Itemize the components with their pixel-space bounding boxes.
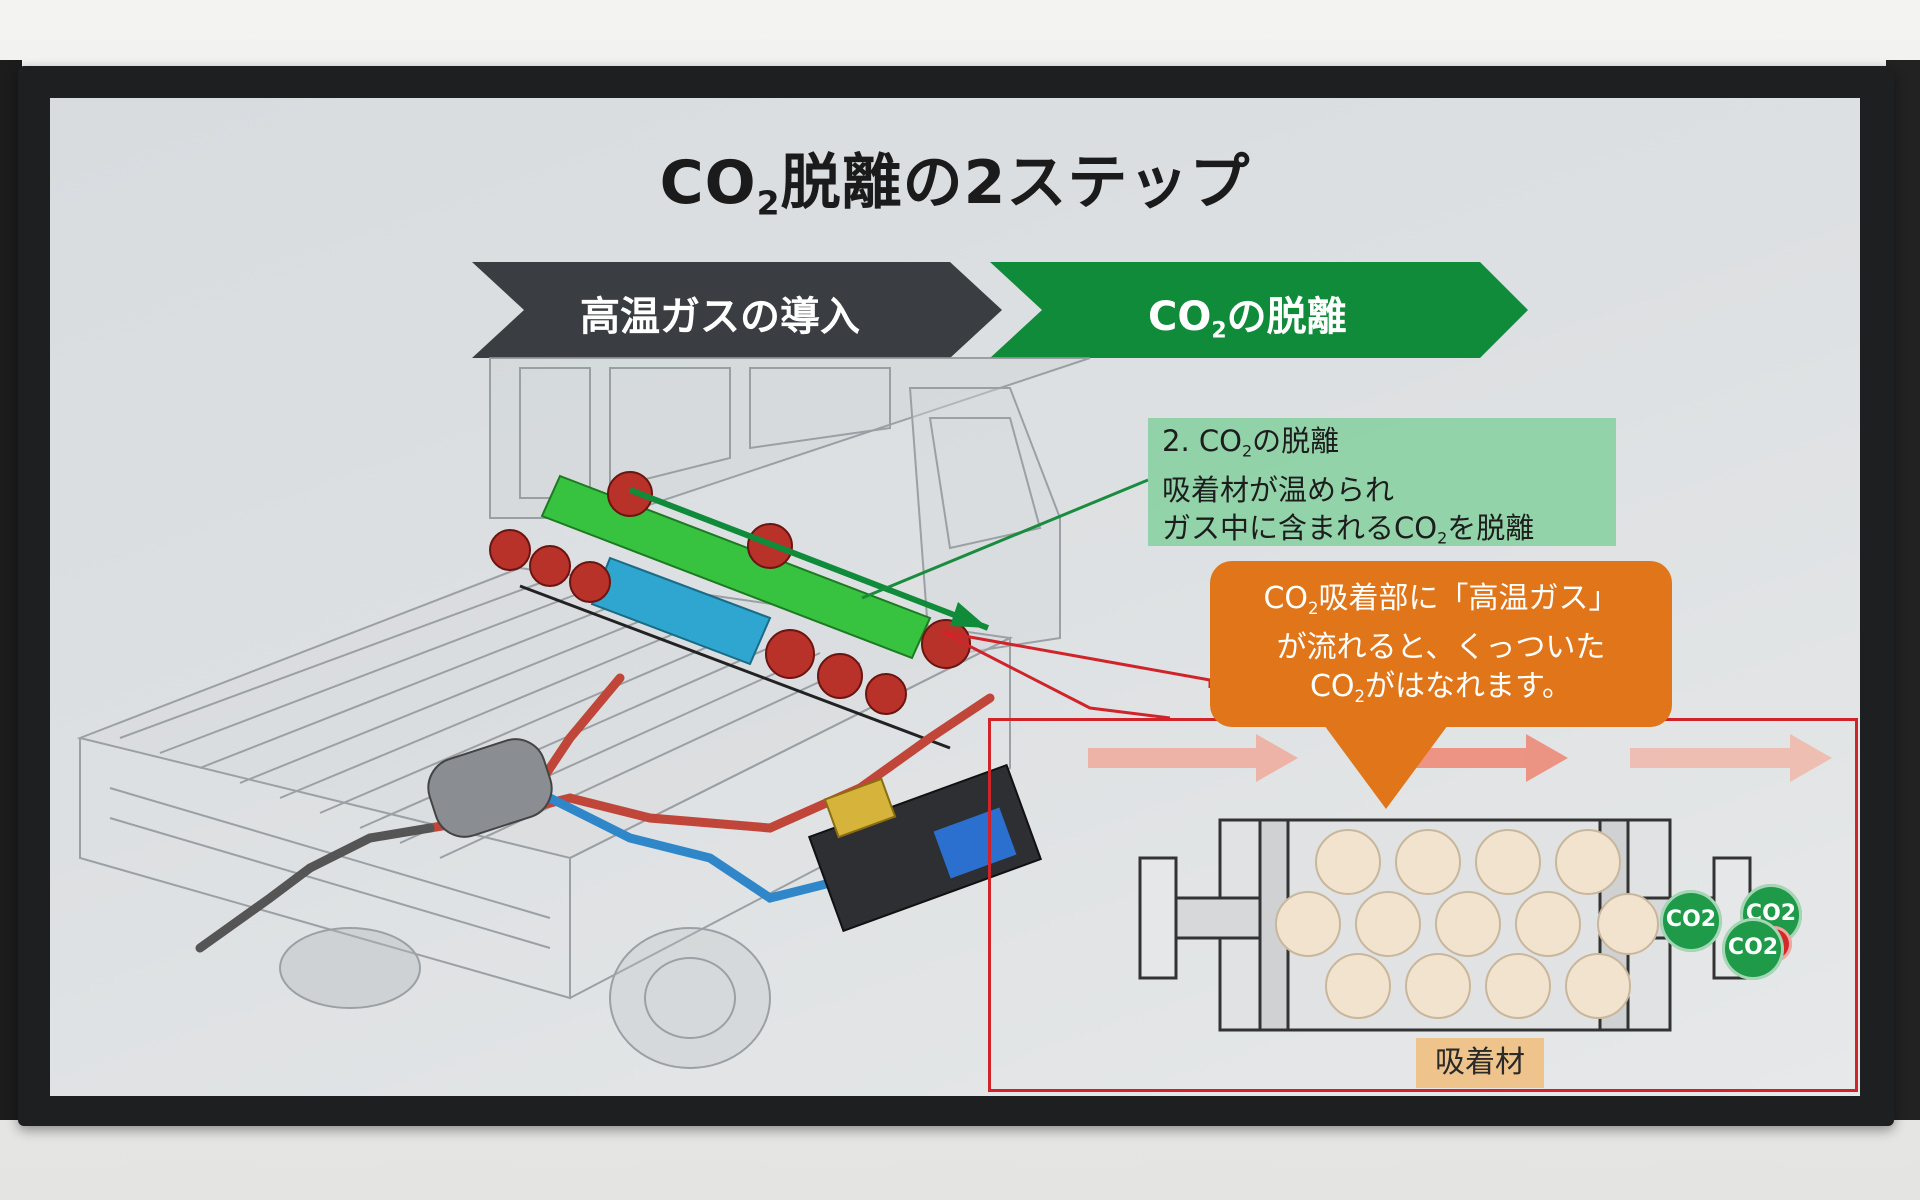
note-line-1: 2. CO2の脱離 xyxy=(1162,424,1340,461)
title-subscript: 2 xyxy=(756,183,781,223)
step-2-label: CO2の脱離 xyxy=(1148,284,1347,344)
callout-line-3: CO2がはなれます。 xyxy=(1309,668,1573,706)
step-2-prefix: CO xyxy=(1148,294,1212,340)
callout-bubble: CO2吸着部に「高温ガス」 が流れると、くっついた CO2がはなれます。 xyxy=(1210,561,1672,727)
step-arrow-2 xyxy=(990,262,1528,358)
step-arrow-1 xyxy=(472,262,1002,358)
left-pillar xyxy=(0,60,22,1120)
desorption-note: 2. CO2の脱離 吸着材が温められ ガス中に含まれるCO2を脱離 xyxy=(1148,418,1616,547)
title-co: CO xyxy=(659,148,757,218)
muffler xyxy=(427,738,553,838)
title-suffix: 脱離の2ステップ xyxy=(780,148,1251,218)
co2-molecule-badge: CO2 xyxy=(1722,918,1784,980)
green-leader xyxy=(861,478,1149,600)
battery-unit xyxy=(807,763,1043,933)
callout-tail xyxy=(1324,725,1448,809)
adsorption-tank xyxy=(489,471,971,715)
step-2-subscript: 2 xyxy=(1211,318,1227,344)
flow-arrows xyxy=(1088,734,1832,782)
co2-molecule-badge: CO2 xyxy=(1660,890,1722,952)
callout-line-2: が流れると、くっついた xyxy=(1276,629,1606,665)
slide-graphics xyxy=(76,262,1832,1069)
step-2-suffix: の脱離 xyxy=(1226,294,1347,340)
note-line-2: 吸着材が温められ xyxy=(1162,472,1395,507)
callout-line-1: CO2吸着部に「高温ガス」 xyxy=(1263,581,1619,618)
note-line-3: ガス中に含まれるCO2を脱離 xyxy=(1162,510,1535,548)
slide-screen: CO2脱離の2ステップ 高温ガスの導入 CO2の脱離 2. CO2の脱離 吸着材… xyxy=(50,98,1860,1096)
step-1-label: 高温ガスの導入 xyxy=(580,294,860,340)
slide-title: CO2脱離の2ステップ xyxy=(50,134,1860,223)
red-leader xyxy=(941,630,1212,688)
adsorbent-label: 吸着材 xyxy=(1416,1038,1544,1088)
green-arrow xyxy=(628,487,990,631)
adsorbent-pellets xyxy=(1275,829,1659,1019)
tank-base-line xyxy=(519,584,951,750)
